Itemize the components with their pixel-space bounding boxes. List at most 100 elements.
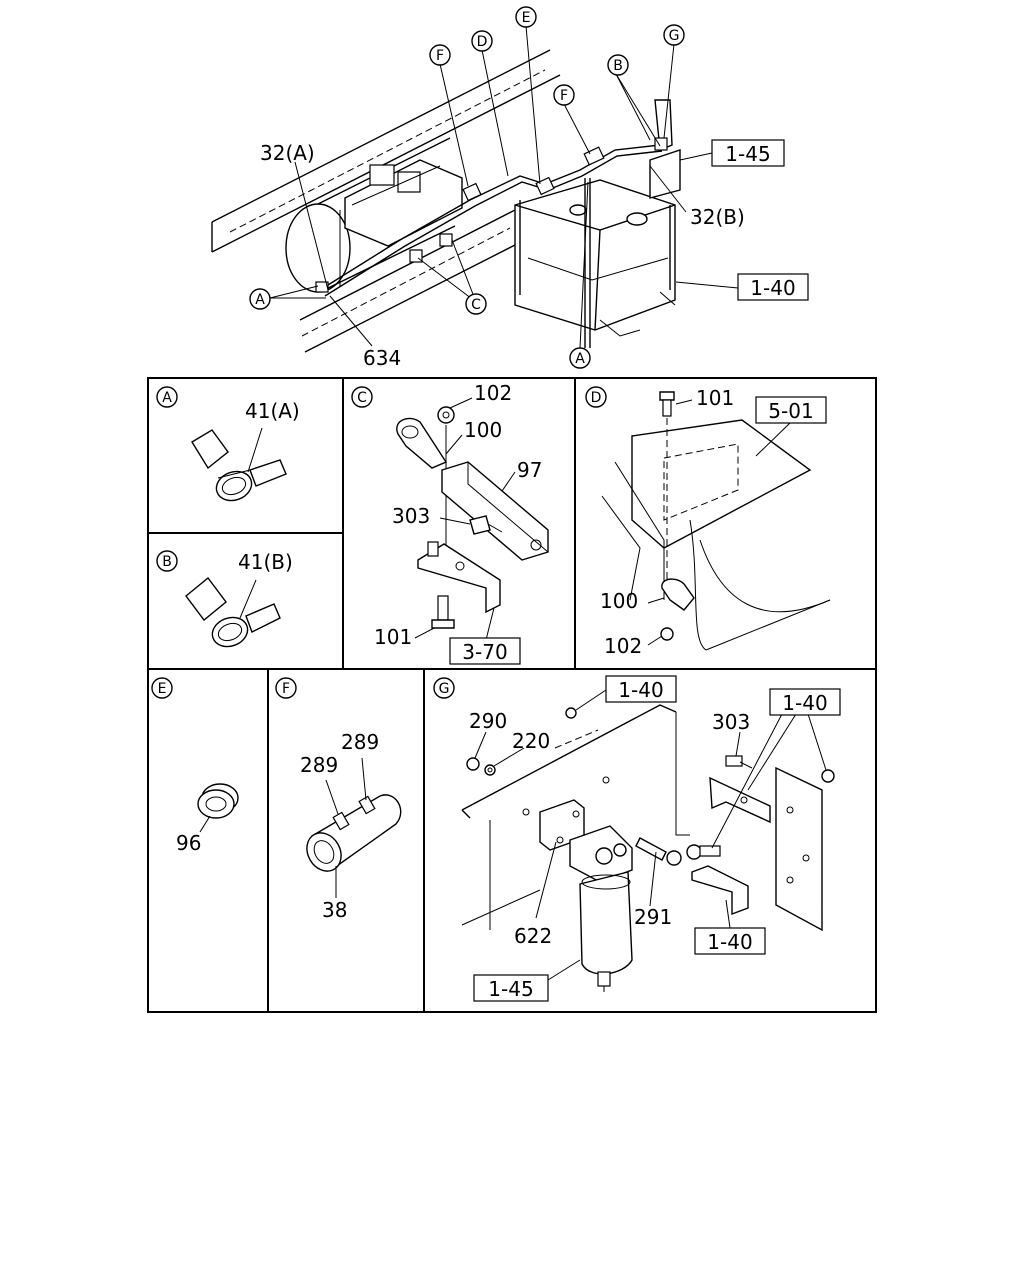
label-38: 38 bbox=[322, 898, 347, 922]
bolt-pair-g bbox=[686, 844, 721, 860]
nut-d bbox=[660, 627, 674, 641]
svg-text:3-70: 3-70 bbox=[462, 640, 507, 664]
label-100: 100 bbox=[464, 418, 502, 442]
angle-bracket-upper bbox=[709, 776, 771, 824]
p-clip-d bbox=[661, 578, 695, 611]
panel-b: B 41(B) bbox=[156, 550, 293, 648]
cylinder-tank bbox=[285, 137, 456, 293]
label-41a: 41(A) bbox=[245, 399, 300, 423]
label-101: 101 bbox=[374, 625, 412, 649]
ref-box-3-70: 3-70 bbox=[449, 637, 521, 665]
callout-a-top: A bbox=[249, 288, 271, 310]
chassis-frame-rail bbox=[211, 49, 561, 353]
label-102: 102 bbox=[474, 381, 512, 405]
callout-a-tank: A bbox=[569, 347, 591, 369]
ref-box-1-40-bottom: 1-40 bbox=[694, 927, 766, 955]
panel-g: G bbox=[433, 675, 841, 1002]
label-32b: 32(B) bbox=[690, 205, 745, 229]
callout-letter: G bbox=[669, 28, 680, 44]
callout-letter: F bbox=[560, 88, 568, 104]
panel-d: D 101 100 102 5-01 bbox=[585, 386, 831, 658]
callout-g: G bbox=[663, 24, 685, 46]
label-303: 303 bbox=[712, 710, 750, 734]
svg-text:1-40: 1-40 bbox=[750, 276, 795, 300]
fuel-filter bbox=[649, 99, 681, 199]
panel-a: A 41(A) bbox=[156, 386, 300, 502]
svg-text:1-40: 1-40 bbox=[707, 930, 752, 954]
bracket-plate bbox=[417, 541, 501, 614]
bolt-303 bbox=[469, 515, 503, 535]
label-634: 634 bbox=[363, 346, 401, 370]
bolt-303-g bbox=[725, 755, 753, 769]
panel-letter: D bbox=[591, 390, 602, 406]
callout-f-left: F bbox=[429, 44, 451, 66]
bracket-97 bbox=[441, 461, 549, 561]
fuel-tank bbox=[514, 179, 676, 337]
label-101: 101 bbox=[696, 386, 734, 410]
callout-b: B bbox=[607, 54, 629, 76]
label-97: 97 bbox=[517, 458, 542, 482]
panel-f: F 289 289 38 bbox=[275, 677, 402, 922]
label-100: 100 bbox=[600, 589, 638, 613]
ref-box-1-45: 1-45 bbox=[473, 974, 549, 1002]
bolt-291 bbox=[635, 837, 682, 866]
label-32a: 32(A) bbox=[260, 141, 315, 165]
grommet-96 bbox=[197, 783, 239, 819]
ref-box-1-40: 1-40 bbox=[737, 273, 809, 301]
fuel-pipes bbox=[319, 144, 663, 348]
mount-bracket-right bbox=[775, 766, 823, 932]
callout-letter: C bbox=[471, 297, 481, 313]
overview-leaders bbox=[269, 25, 739, 349]
callout-letter: E bbox=[522, 10, 531, 26]
panel-letter: A bbox=[162, 390, 172, 406]
hose-clip-289 bbox=[332, 795, 376, 831]
frame-rail-g bbox=[461, 704, 690, 930]
washer-and-nuts bbox=[466, 707, 835, 783]
label-41b: 41(B) bbox=[238, 550, 293, 574]
fuel-filter-assembly bbox=[569, 825, 633, 992]
label-289-left: 289 bbox=[300, 753, 338, 777]
svg-text:5-01: 5-01 bbox=[768, 399, 813, 423]
label-289-right: 289 bbox=[341, 730, 379, 754]
hose-clamp-a bbox=[191, 429, 287, 502]
panel-e: E 96 bbox=[151, 677, 239, 855]
overview-illustration: A A C F D E F B bbox=[211, 6, 809, 370]
ref-box-1-40-top: 1-40 bbox=[605, 675, 677, 703]
panel-c: C 102 100 97 303 101 bbox=[351, 381, 549, 665]
panel-letter: B bbox=[162, 554, 172, 570]
callout-letter: A bbox=[575, 351, 585, 367]
callout-e: E bbox=[515, 6, 537, 28]
callout-f-right: F bbox=[553, 84, 575, 106]
panel-letter: E bbox=[158, 681, 167, 697]
callout-letter: B bbox=[613, 58, 623, 74]
label-290: 290 bbox=[469, 709, 507, 733]
ref-box-5-01: 5-01 bbox=[755, 396, 827, 424]
p-clip bbox=[396, 417, 448, 469]
callout-letter: A bbox=[255, 292, 265, 308]
label-96: 96 bbox=[176, 831, 201, 855]
detail-panels-frame bbox=[147, 377, 877, 1013]
panel-letter: G bbox=[439, 681, 450, 697]
callout-d: D bbox=[471, 30, 493, 52]
angle-bracket-lower bbox=[691, 865, 749, 916]
ref-box-1-45: 1-45 bbox=[711, 139, 785, 167]
bracket-plate-d bbox=[601, 419, 831, 651]
bolt-101 bbox=[431, 595, 455, 629]
label-102: 102 bbox=[604, 634, 642, 658]
label-291: 291 bbox=[634, 905, 672, 929]
svg-text:1-40: 1-40 bbox=[618, 678, 663, 702]
svg-text:1-45: 1-45 bbox=[488, 977, 533, 1001]
label-220: 220 bbox=[512, 729, 550, 753]
ref-box-1-40-right: 1-40 bbox=[769, 688, 841, 716]
callout-letter: D bbox=[477, 34, 488, 50]
svg-text:1-45: 1-45 bbox=[725, 142, 770, 166]
svg-text:1-40: 1-40 bbox=[782, 691, 827, 715]
pipe-clips bbox=[315, 137, 668, 293]
callout-c: C bbox=[465, 293, 487, 315]
nut bbox=[437, 406, 455, 424]
label-303: 303 bbox=[392, 504, 430, 528]
engine-block bbox=[344, 159, 463, 247]
panel-letter: C bbox=[357, 390, 367, 406]
label-622: 622 bbox=[514, 924, 552, 948]
